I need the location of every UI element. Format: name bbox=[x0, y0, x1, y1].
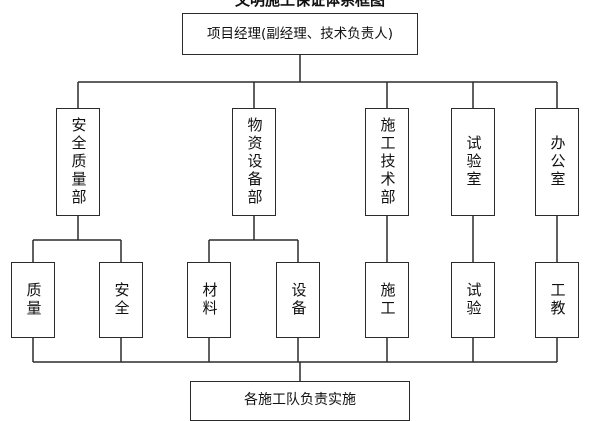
unit-equipment-label: 设备 bbox=[289, 282, 308, 318]
dept-laboratory-label: 试验室 bbox=[464, 135, 483, 189]
project-manager-label: 项目经理(副经理、技术负责人) bbox=[206, 25, 394, 42]
dept-laboratory-box: 试验室 bbox=[451, 108, 495, 216]
dept-materials-equipment-box: 物资设备部 bbox=[232, 108, 276, 216]
project-manager-box: 项目经理(副经理、技术负责人) bbox=[182, 13, 418, 55]
unit-testing-label: 试验 bbox=[464, 282, 483, 318]
unit-equipment-box: 设备 bbox=[276, 262, 320, 338]
dept-construction-tech-box: 施工技术部 bbox=[365, 108, 409, 216]
dept-construction-tech-label: 施工技术部 bbox=[378, 117, 397, 207]
dept-safety-quality-label: 安全质量部 bbox=[69, 117, 88, 207]
unit-construction-label: 施工 bbox=[378, 282, 397, 318]
unit-quality-label: 质量 bbox=[24, 282, 43, 318]
org-chart-connectors bbox=[32, 55, 558, 381]
construction-teams-box: 各施工队负责实施 bbox=[190, 381, 410, 421]
unit-safety-box: 安全 bbox=[99, 262, 143, 338]
unit-material-label: 材料 bbox=[200, 282, 219, 318]
unit-education-label: 工教 bbox=[548, 282, 567, 318]
unit-material-box: 材料 bbox=[187, 262, 231, 338]
dept-office-label: 办公室 bbox=[548, 135, 567, 189]
unit-safety-label: 安全 bbox=[112, 282, 131, 318]
diagram-title: 文明施工保证体系框图 bbox=[234, 0, 385, 9]
unit-quality-box: 质量 bbox=[11, 262, 55, 338]
construction-teams-label: 各施工队负责实施 bbox=[244, 392, 356, 408]
dept-materials-equipment-label: 物资设备部 bbox=[245, 117, 264, 207]
unit-construction-box: 施工 bbox=[365, 262, 409, 338]
unit-education-box: 工教 bbox=[535, 262, 579, 338]
unit-testing-box: 试验 bbox=[451, 262, 495, 338]
dept-safety-quality-box: 安全质量部 bbox=[56, 108, 100, 216]
dept-office-box: 办公室 bbox=[535, 108, 579, 216]
